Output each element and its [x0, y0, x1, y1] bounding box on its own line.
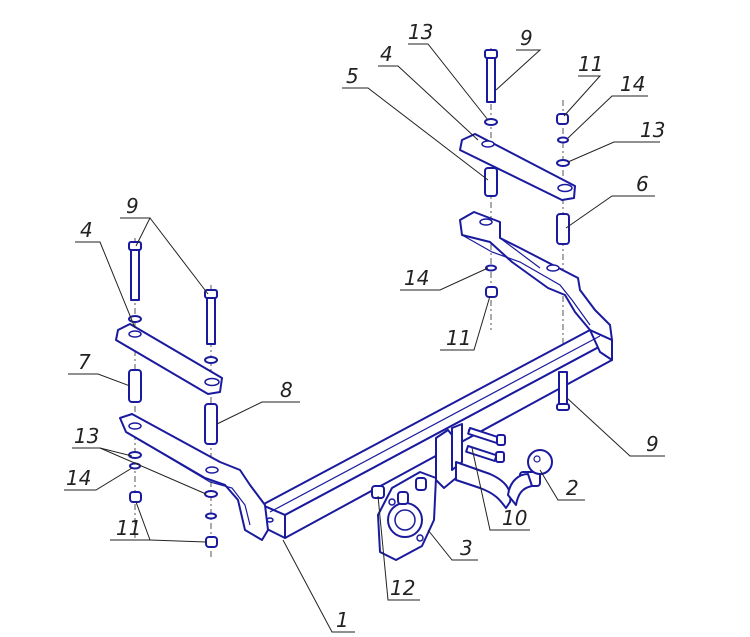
callout-10: 10 — [502, 506, 527, 530]
callout-13-right: 13 — [640, 118, 665, 142]
callout-8: 8 — [280, 378, 293, 402]
callout-7: 7 — [78, 350, 91, 374]
callout-12: 12 — [390, 576, 415, 600]
washers-and-nuts — [128, 113, 570, 548]
callouts: 1 2 3 4 4 5 6 7 8 9 9 9 10 — [64, 20, 665, 633]
bolt-part-9-top — [484, 49, 498, 103]
callout-9-bottom: 9 — [646, 432, 659, 456]
callout-4-left: 4 — [80, 218, 93, 242]
right-plate-part-4 — [459, 133, 576, 201]
callout-1: 1 — [336, 608, 349, 632]
callout-9-top: 9 — [520, 26, 533, 50]
left-plate-part-4 — [115, 323, 223, 395]
callout-5: 5 — [346, 64, 359, 88]
tow-ball-part-2 — [455, 449, 553, 509]
callout-3: 3 — [460, 536, 473, 560]
callout-2: 2 — [566, 476, 579, 500]
callout-13-left: 13 — [74, 424, 99, 448]
callout-13-top: 13 — [408, 20, 433, 44]
callout-14-right: 14 — [620, 72, 645, 96]
callout-11-left: 11 — [116, 516, 141, 540]
left-mounting-bracket — [119, 413, 274, 541]
callout-14-mid: 14 — [404, 266, 429, 290]
callout-11-top: 11 — [578, 52, 603, 76]
callout-9-left: 9 — [126, 194, 139, 218]
bolt-part-9-left-b — [204, 289, 218, 345]
spacer-part-6 — [556, 213, 570, 245]
bolt-part-9-bottom — [556, 371, 570, 411]
main-beam-part-1 — [261, 329, 613, 539]
spacer-part-7 — [128, 369, 142, 403]
spacer-part-8 — [204, 403, 218, 445]
callout-14-left: 14 — [66, 466, 91, 490]
ball-mount-bracket-part-10 — [435, 423, 506, 489]
bolt-part-9-left-a — [128, 241, 142, 301]
callout-6: 6 — [636, 172, 649, 196]
callout-11-mid: 11 — [446, 326, 471, 350]
socket-plate-part-3 — [377, 471, 437, 561]
spacer-part-5 — [484, 167, 498, 197]
callout-4-right: 4 — [380, 42, 393, 66]
right-mounting-bracket — [459, 211, 613, 341]
